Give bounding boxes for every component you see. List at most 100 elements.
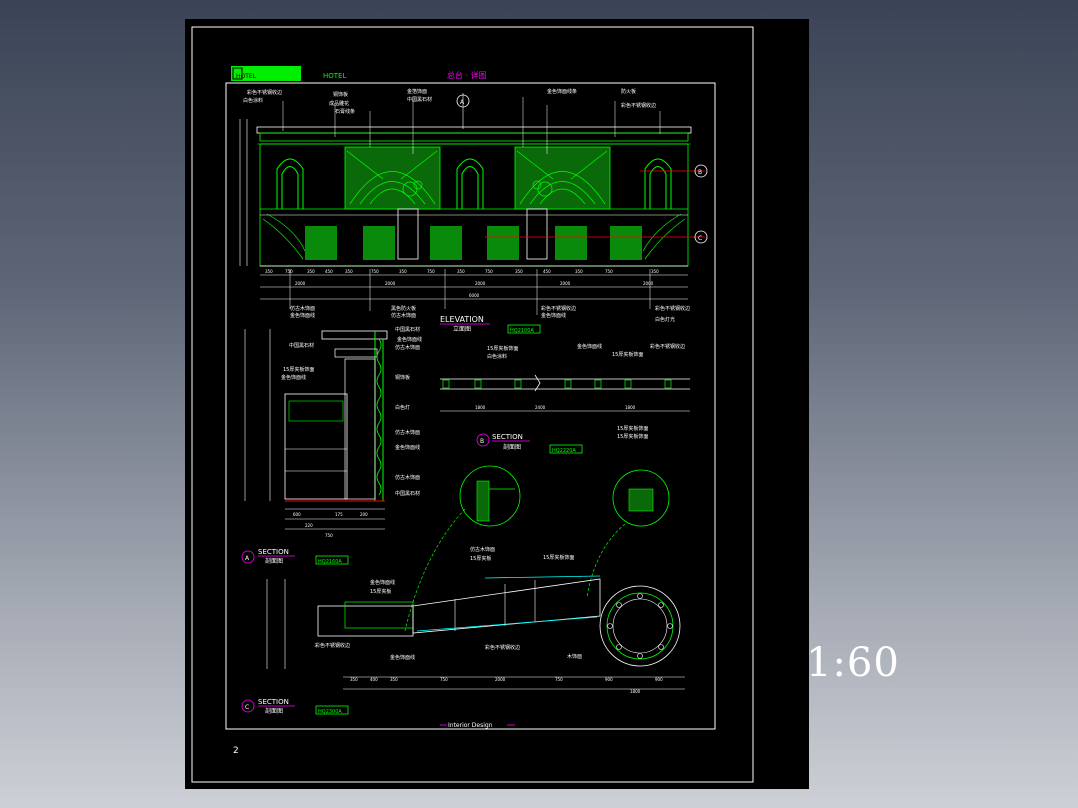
drawing-annotation: HQ2160A	[318, 559, 342, 565]
drawing-annotation: 2400	[535, 405, 546, 410]
drawing-annotation: 彩色不锈钢收边	[650, 343, 685, 350]
drawing-annotation: 彩色不锈钢收边	[655, 305, 690, 312]
drawing-annotation: 金色饰面线	[290, 312, 315, 319]
drawing-annotation: 750	[285, 269, 293, 274]
drawing-annotation: 450	[325, 269, 333, 274]
logo-icon	[232, 67, 243, 80]
drawing-annotation: 铜饰板	[333, 91, 348, 98]
drawing-annotation: 400	[370, 677, 378, 682]
drawing-annotation: 750	[325, 533, 333, 538]
drawing-annotation: ELEVATION	[440, 315, 484, 324]
drawing-annotation: 15厚夹板	[370, 588, 391, 595]
drawing-annotation: 1800	[475, 405, 486, 410]
drawing-annotation: 15厚夹板饰面	[612, 351, 643, 358]
drawing-annotation: 木饰面	[567, 653, 582, 660]
section-c-notes: 金色饰面线 15厚夹板 彩色不锈钢收边 仿古木饰面 15厚夹板 15厚夹板饰面 …	[315, 546, 582, 661]
drawing-annotation: HQ2220A	[552, 448, 576, 454]
drawing-annotation: 中国黑石材	[395, 326, 420, 333]
drawing-annotation: 750	[555, 677, 563, 682]
section-b-dimensions: 1800 2400 1800	[475, 405, 636, 410]
drawing-annotation: 白色灯光	[655, 316, 675, 323]
drawing-annotation: 15厚夹板饰面	[617, 425, 648, 432]
drawing-annotation: 350	[345, 269, 353, 274]
drawing-annotation: 金色饰面线	[281, 374, 306, 381]
drawing-annotation: SECTION	[492, 433, 523, 441]
section-c-title: C SECTION 剖面图 HQ2300A	[241, 698, 349, 715]
hotel-label: HOTEL	[323, 72, 346, 80]
drawing-annotation: 750	[605, 269, 613, 274]
elevation-dimensions: 350 750 350 450 350 750 350 750 350 750 …	[265, 269, 659, 298]
drawing-annotation: 金色饰面线	[541, 312, 566, 319]
drawing-annotation: C	[698, 235, 702, 242]
drawing-annotation: 600	[293, 512, 301, 517]
drawing-annotation: A	[245, 555, 250, 562]
drawing-annotation: 1800	[625, 405, 636, 410]
drawing-annotation: 白色涂料	[487, 353, 507, 360]
drawing-annotation: B	[698, 169, 702, 176]
drawing-annotation: 2000	[475, 281, 486, 286]
drawing-annotation: 仿古木饰面	[391, 312, 416, 319]
cad-drawing: HOTEL 总台 · 详图 HOTEL	[191, 26, 754, 783]
page-number: 2	[233, 746, 239, 756]
drawing-annotation: 350	[390, 677, 398, 682]
drawing-annotation: 黑色防火板	[391, 305, 416, 312]
drawing-annotation: 金色饰面线条	[547, 88, 577, 95]
drawing-annotation: 900	[605, 677, 613, 682]
drawing-annotation: 金色饰面线	[390, 654, 415, 661]
drawing-sheet[interactable]: HOTEL 总台 · 详图 HOTEL	[185, 19, 809, 789]
drawing-annotation: 350	[399, 269, 407, 274]
drawing-annotation: 750	[440, 677, 448, 682]
drawing-annotation: 中国黑石材	[395, 490, 420, 497]
drawing-annotation: C	[245, 704, 249, 711]
drawing-annotation: Interior Design	[448, 722, 493, 729]
drawing-annotation: 彩色不锈钢收边	[485, 644, 520, 651]
drawing-annotation: 石膏线条	[335, 108, 355, 115]
drawing-annotation: 6000	[469, 293, 480, 298]
elevation-notes-top: 彩色不锈钢收边 白色涂料 铜饰板 成品雕花 石膏线条 金箔饰面 中国黑石材 金色…	[243, 88, 656, 115]
drawing-annotation: 450	[543, 269, 551, 274]
section-a-view	[244, 329, 388, 530]
drawing-annotation: 剖面图	[265, 557, 283, 565]
drawing-annotation: 彩色不锈钢收边	[315, 642, 350, 649]
drawing-annotation: SECTION	[258, 698, 289, 706]
drawing-annotation: 仿古木饰面	[290, 305, 315, 312]
drawing-annotation: 2000	[560, 281, 571, 286]
drawing-annotation: 2000	[385, 281, 396, 286]
drawing-annotation: 15厚夹板饰面	[617, 433, 648, 440]
drawing-annotation: 白色涂料	[243, 97, 263, 104]
drawing-annotation: 2000	[495, 677, 506, 682]
section-a-dimensions: 600 175 200 220 750	[293, 512, 368, 538]
drawing-annotation: 金箔饰面	[407, 88, 427, 95]
drawing-annotation: 剖面图	[503, 443, 521, 451]
drawing-annotation: 350	[515, 269, 523, 274]
drawing-annotation: 铜饰板	[395, 374, 410, 381]
drawing-annotation: 750	[485, 269, 493, 274]
drawing-annotation: HQ2100A	[510, 328, 534, 334]
elevation-title: ELEVATION 立面图 HQ2100A	[440, 315, 541, 334]
drawing-annotation: 750	[427, 269, 435, 274]
drawing-annotation: 成品雕花	[329, 100, 349, 107]
drawing-annotation: 剖面图	[265, 707, 283, 715]
outer-border	[191, 26, 754, 783]
drawing-annotation: 350	[350, 677, 358, 682]
drawing-annotation: 350	[651, 269, 659, 274]
drawing-annotation: HQ2300A	[318, 709, 342, 715]
drawing-annotation: 350	[575, 269, 583, 274]
drawing-annotation: 金色饰面线	[397, 336, 422, 343]
drawing-annotation: 仿古木饰面	[395, 474, 420, 481]
drawing-annotation: 仿古木饰面	[395, 344, 420, 351]
drawing-annotation: 金色饰面线	[370, 579, 395, 586]
drawing-annotation: 15厚夹板	[470, 555, 491, 562]
elevation-view	[239, 93, 708, 315]
scale-label: 1:60	[806, 640, 900, 686]
drawing-annotation: 金色饰面线	[395, 444, 420, 451]
drawing-annotation: 220	[305, 523, 313, 528]
drawing-annotation: 彩色不锈钢收边	[541, 305, 576, 312]
section-a-title: A SECTION 剖面图 HQ2160A	[241, 548, 349, 565]
detail-bubbles	[404, 465, 670, 632]
drawing-annotation: 750	[371, 269, 379, 274]
drawing-annotation: B	[480, 438, 484, 445]
drawing-annotation: 防火板	[621, 88, 636, 95]
drawing-annotation: 1800	[630, 689, 641, 694]
drawing-annotation: 900	[655, 677, 663, 682]
